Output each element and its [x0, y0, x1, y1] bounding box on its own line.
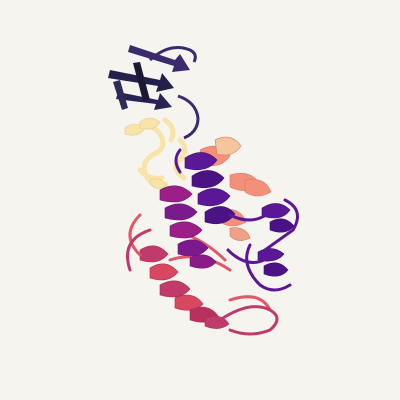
navy-beta-sheet: [108, 45, 200, 140]
purple-loop-region: [174, 148, 299, 292]
magenta-helix-region: [159, 185, 217, 269]
crimson-helix-region: [139, 245, 230, 329]
crimson-lower-loop: [126, 228, 279, 336]
purple-helix-region: [184, 152, 295, 277]
cream-helix: [124, 117, 167, 189]
